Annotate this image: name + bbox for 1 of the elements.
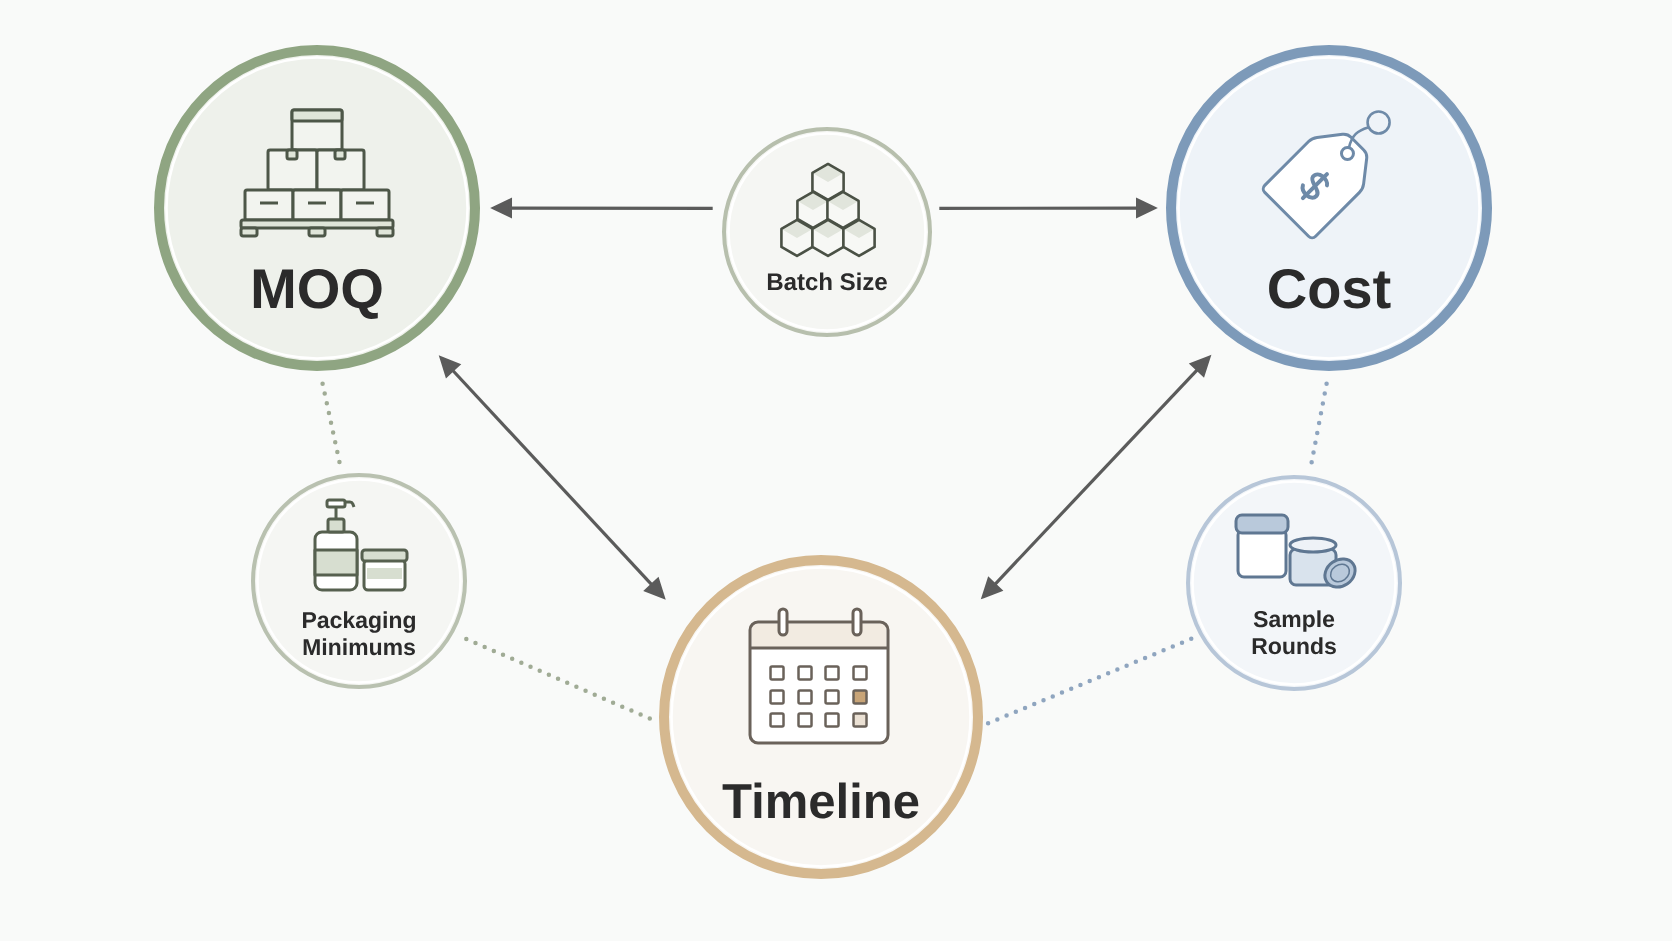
circle-node: Cost: [1166, 45, 1492, 371]
